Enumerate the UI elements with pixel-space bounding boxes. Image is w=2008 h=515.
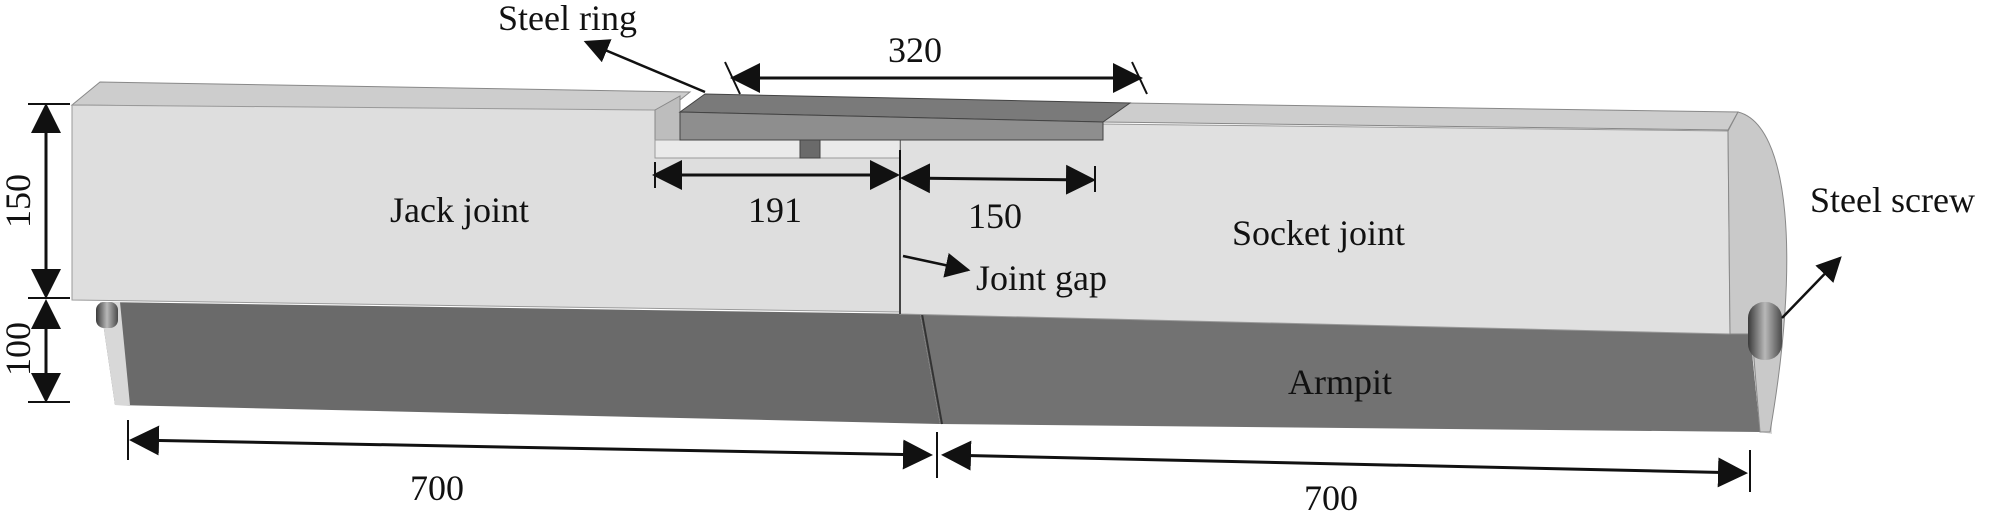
concrete-body bbox=[70, 81, 1788, 433]
steel-ring-icon bbox=[678, 93, 1132, 159]
dimension-lines bbox=[28, 61, 1751, 492]
armpit-label: Armpit bbox=[1288, 362, 1392, 402]
arrow-icon bbox=[583, 39, 1842, 319]
armpit-left-face bbox=[100, 302, 940, 424]
segment-height-label: 150 bbox=[0, 174, 38, 228]
jack-notch-floor bbox=[654, 139, 901, 159]
steel-screw-icon bbox=[96, 302, 1782, 360]
ring-length-label: 320 bbox=[888, 30, 942, 70]
left-length-label: 700 bbox=[410, 468, 464, 508]
steel-ring-label: Steel ring bbox=[498, 0, 637, 38]
steel-screw-left bbox=[96, 302, 118, 328]
steel-screw-right bbox=[1748, 302, 1782, 360]
steel-screw-label: Steel screw bbox=[1810, 180, 1975, 220]
joint-gap-leader bbox=[902, 253, 971, 278]
jack-overlap-label: 191 bbox=[748, 190, 802, 230]
dim-left-length bbox=[129, 425, 933, 470]
right-length-label: 700 bbox=[1304, 478, 1358, 515]
armpit-seam bbox=[921, 313, 943, 425]
jack-joint-label: Jack joint bbox=[390, 190, 529, 230]
steel-ring-front bbox=[679, 111, 1104, 141]
dim-socket-overlap bbox=[900, 163, 1096, 195]
armpit-right-face bbox=[920, 314, 1760, 432]
steel-screw-leader bbox=[1781, 256, 1842, 319]
steel-ring-leader bbox=[583, 39, 706, 94]
socket-joint-label: Socket joint bbox=[1232, 213, 1405, 253]
armpit-height-label: 100 bbox=[0, 322, 38, 376]
steel-ring-web bbox=[799, 139, 821, 159]
socket-overlap-label: 150 bbox=[968, 196, 1022, 236]
dim-right-length bbox=[941, 440, 1748, 488]
joint-gap-label: Joint gap bbox=[976, 258, 1107, 298]
